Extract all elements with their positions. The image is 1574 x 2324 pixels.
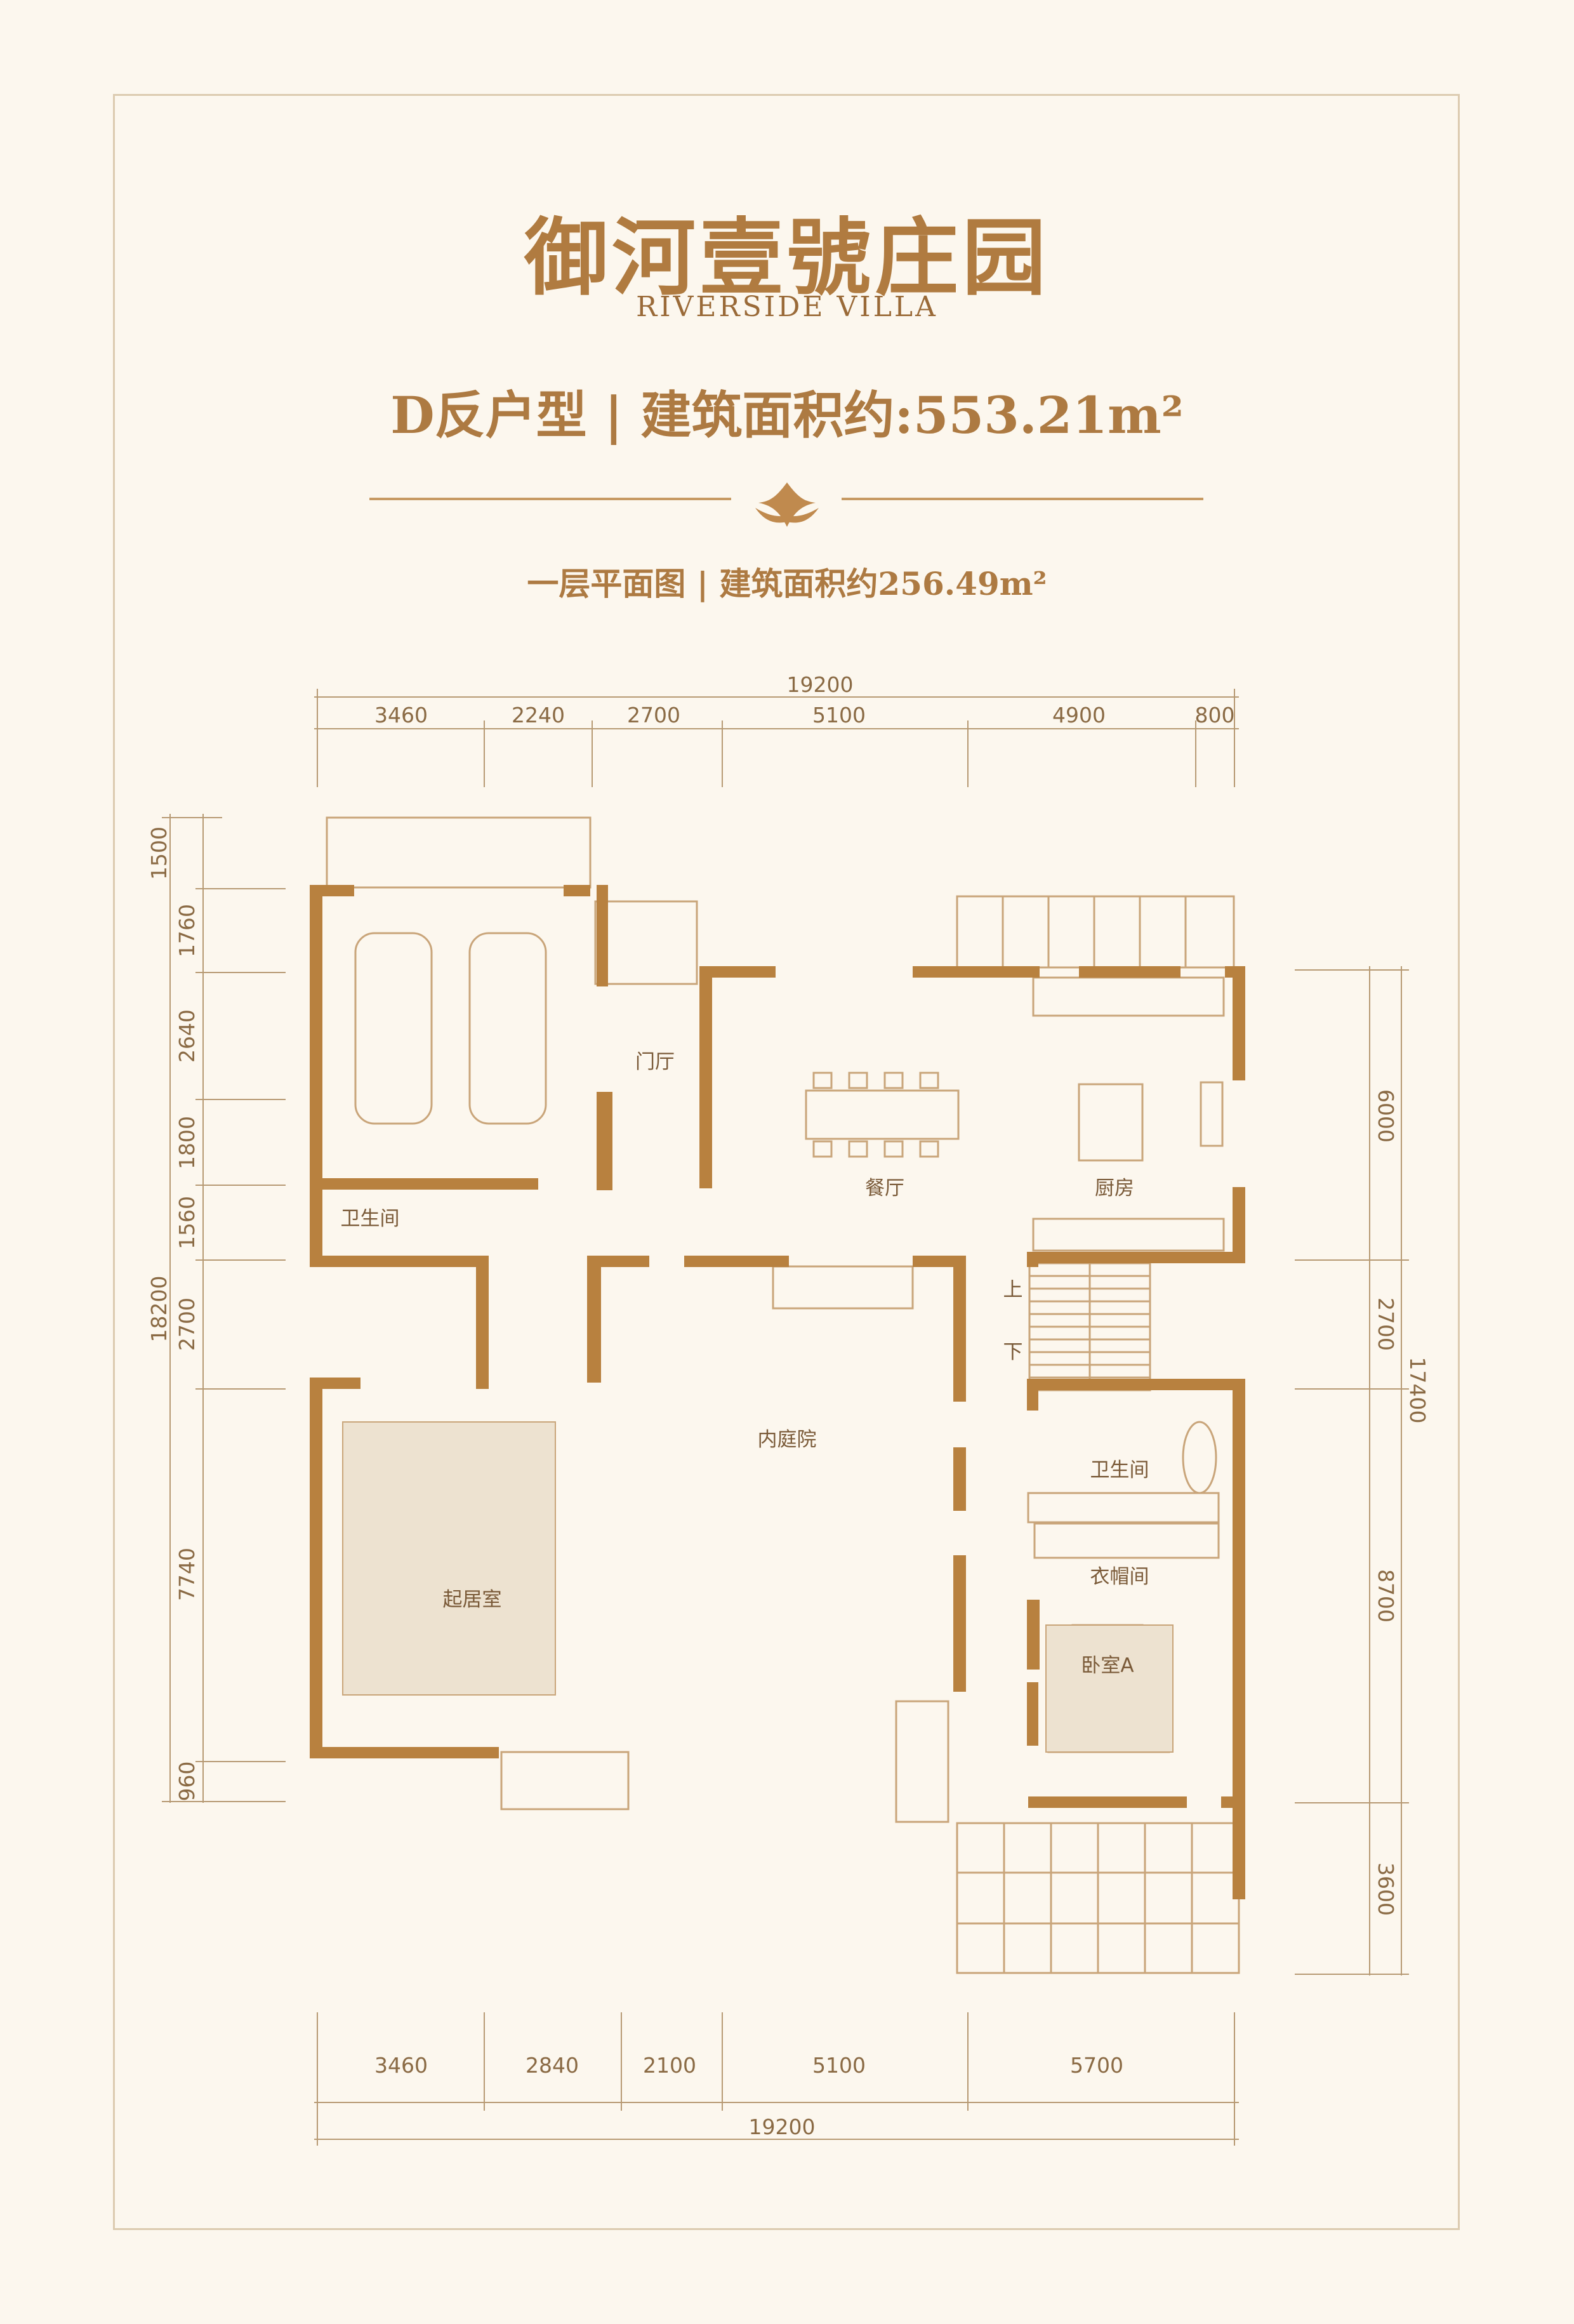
- dim-top-4: 4900: [1052, 703, 1106, 727]
- brand-title: 御河壹號庄园: [524, 209, 1050, 307]
- dim-top-5: 800: [1195, 703, 1235, 727]
- dim-right-0: 6000: [1373, 1089, 1398, 1143]
- dim-right-2: 8700: [1373, 1569, 1398, 1623]
- dim-bottom-1: 2840: [526, 2053, 579, 2078]
- dim-right-total: 17400: [1405, 1357, 1430, 1424]
- divider-left: [369, 498, 731, 500]
- dim-right-3: 3600: [1373, 1863, 1398, 1916]
- room-label-closet: 衣帽间: [1090, 1565, 1149, 1588]
- divider-right: [842, 498, 1203, 500]
- dimension-lines: [162, 689, 1409, 2146]
- dim-top-0: 3460: [374, 703, 428, 727]
- room-label-wc2: 卫生间: [1090, 1459, 1149, 1482]
- dim-left-0: 1500: [147, 827, 171, 880]
- floor-title: 一层平面图 | 建筑面积约256.49m²: [527, 565, 1047, 602]
- page-frame: [113, 94, 1460, 2230]
- room-label-bedroom: 卧室A: [1081, 1654, 1134, 1677]
- dim-bottom-3: 5100: [812, 2053, 866, 2078]
- outline-lines: [326, 816, 1240, 1974]
- dim-left-6: 7740: [175, 1548, 199, 1601]
- dim-left-2: 2640: [175, 1009, 199, 1063]
- room-label-courtyard: 内庭院: [758, 1428, 817, 1451]
- brand-subtitle: RIVERSIDE VILLA: [636, 291, 938, 323]
- dim-top-2: 2700: [627, 703, 680, 727]
- dim-left-1: 1760: [175, 904, 199, 957]
- dim-top-1: 2240: [512, 703, 565, 727]
- room-label-kitchen: 厨房: [1095, 1177, 1134, 1200]
- dim-left-7: 960: [175, 1762, 199, 1802]
- room-label-wc1: 卫生间: [341, 1207, 400, 1230]
- stair-down-label: 下: [1003, 1341, 1023, 1364]
- dim-left-total: 18200: [147, 1276, 171, 1343]
- room-label-living: 起居室: [443, 1588, 502, 1611]
- dim-bottom-2: 2100: [643, 2053, 696, 2078]
- dim-left-4: 1560: [175, 1196, 199, 1249]
- dim-bottom-0: 3460: [374, 2053, 428, 2078]
- dim-bottom-total: 19200: [749, 2115, 816, 2139]
- walls: [310, 885, 1245, 1899]
- dim-top-3: 5100: [812, 703, 866, 727]
- room-label-dining: 餐厅: [865, 1177, 904, 1200]
- dim-left-3: 1800: [175, 1116, 199, 1169]
- bedroom-carpet: [1045, 1624, 1174, 1753]
- dim-right-1: 2700: [1373, 1298, 1398, 1351]
- room-label-entry: 门厅: [635, 1051, 675, 1073]
- unit-type-area: D反户型 | 建筑面积约:553.21m²: [390, 385, 1184, 445]
- dim-top-total: 19200: [787, 672, 854, 697]
- dim-left-5: 2700: [175, 1298, 199, 1351]
- stair-up-label: 上: [1003, 1278, 1023, 1301]
- carpet: [342, 1421, 556, 1696]
- dim-bottom-4: 5700: [1070, 2053, 1123, 2078]
